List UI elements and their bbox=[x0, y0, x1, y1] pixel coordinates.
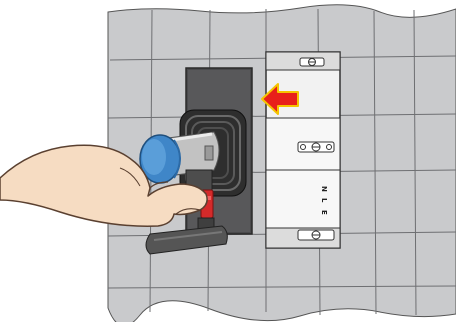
screw-icon bbox=[298, 230, 334, 240]
terminal-label-e: E bbox=[320, 210, 328, 215]
screw-icon bbox=[298, 142, 334, 152]
terminal-label-l: L bbox=[320, 198, 328, 203]
terminal-label-n: N bbox=[320, 186, 328, 192]
socket-panel: N L E bbox=[266, 52, 340, 248]
screw-icon bbox=[300, 58, 324, 66]
